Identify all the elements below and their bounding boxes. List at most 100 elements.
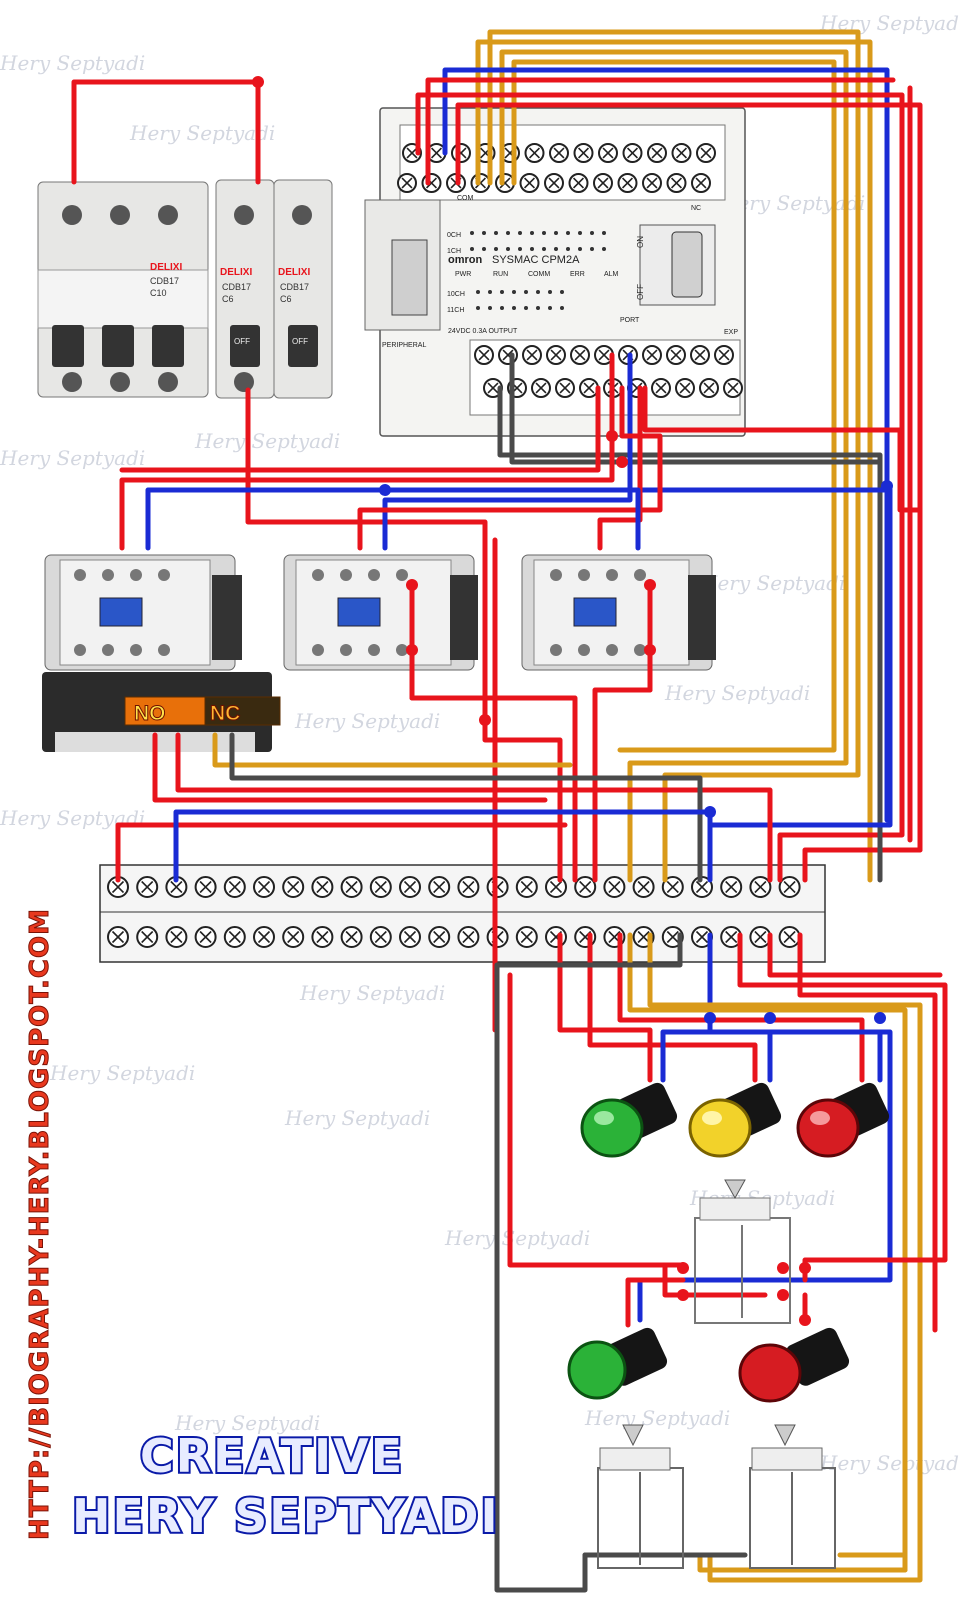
- junction-dot: [479, 714, 491, 726]
- junction-dot: [874, 1012, 886, 1024]
- watermark: Hery Septyadi: [284, 1106, 430, 1130]
- watermark: Hery Septyadi: [294, 709, 440, 733]
- plc-unit: omron SYSMAC CPM2A PWR RUN COMM ERR ALM …: [364, 107, 746, 437]
- junction-dot: [644, 579, 656, 591]
- junction-dot: [616, 456, 628, 468]
- wire-junctions: [252, 76, 893, 1326]
- aux-contact-block: NO NC: [42, 672, 281, 752]
- credit-line-1: CREATIVE: [140, 1429, 404, 1483]
- breaker-rating: C10: [150, 288, 167, 298]
- svg-text:ON: ON: [636, 236, 645, 248]
- junction-dot: [379, 484, 391, 496]
- peripheral-label: PERIPHERAL: [382, 342, 426, 349]
- watermark: Hery Septyadi: [299, 981, 445, 1005]
- watermark: Hery Septyadi: [699, 571, 845, 595]
- watermark: Hery Septyadi: [819, 1451, 960, 1475]
- input-led: [590, 247, 594, 251]
- junction-dot: [764, 1012, 776, 1024]
- breaker-model: CDB17: [280, 282, 309, 292]
- input-led: [566, 247, 570, 251]
- terminal-block: [99, 864, 826, 963]
- junction-dot: [406, 644, 418, 656]
- push-buttons: [567, 1327, 850, 1403]
- input-led: [590, 231, 594, 235]
- breaker-off: OFF: [234, 337, 250, 346]
- output-led: [476, 290, 480, 294]
- nc-label-box: [204, 696, 281, 726]
- input-led: [482, 231, 486, 235]
- watermark: Hery Septyadi: [49, 1061, 195, 1085]
- output-led: [488, 306, 492, 310]
- output-led: [536, 290, 540, 294]
- push-button-red: [738, 1327, 850, 1403]
- breaker-brand: DELIXI: [220, 267, 252, 278]
- no-label: NO: [134, 702, 166, 725]
- pilot-lamp-red: [796, 1082, 890, 1158]
- output-led: [560, 290, 564, 294]
- pilot-lamps: [580, 1082, 890, 1158]
- input-led: [470, 247, 474, 251]
- led-err: ERR: [570, 271, 585, 278]
- junction-dot: [644, 644, 656, 656]
- input-ch-0: 0CH: [447, 232, 461, 239]
- junction-dot: [606, 430, 618, 442]
- output-led: [500, 290, 504, 294]
- input-led: [566, 231, 570, 235]
- credit-line-2: HERY SEPTYADI: [72, 1489, 500, 1543]
- contactor-3: [521, 554, 716, 671]
- input-led: [494, 231, 498, 235]
- junction-dot: [704, 806, 716, 818]
- exp-label: EXP: [724, 329, 738, 336]
- breaker-brand: DELIXI: [278, 267, 310, 278]
- led-run: RUN: [493, 271, 508, 278]
- plc-indicator-dots: [470, 231, 606, 310]
- watermark: Hery Septyadi: [174, 1411, 320, 1435]
- watermark: Hery Septyadi: [194, 429, 340, 453]
- input-led: [542, 247, 546, 251]
- pilot-lamp-green: [580, 1082, 678, 1158]
- watermark: Hery Septyadi: [0, 446, 145, 470]
- output-led: [476, 306, 480, 310]
- led-comm: COMM: [528, 271, 550, 278]
- power-label: 24VDC 0.3A OUTPUT: [448, 328, 518, 335]
- nc-label: NC: [210, 702, 240, 725]
- watermark: Hery Septyadi: [664, 681, 810, 705]
- watermark: Hery Septyadi: [584, 1406, 730, 1430]
- breaker-model: CDB17: [150, 276, 179, 286]
- input-led: [506, 231, 510, 235]
- watermarks: Hery Septyadi Hery Septyadi Hery Septyad…: [0, 11, 960, 1475]
- contactor-1: [44, 554, 242, 671]
- output-led: [536, 306, 540, 310]
- port-label: PORT: [620, 317, 640, 324]
- input-led: [578, 231, 582, 235]
- plc-model: SYSMAC CPM2A: [492, 254, 580, 266]
- website-url: HTTP://BIOGRAPHY-HERY.BLOGSPOT.COM: [25, 908, 55, 1540]
- contactor-2: [283, 554, 478, 671]
- output-led: [524, 306, 528, 310]
- selector-switch: [677, 1179, 811, 1324]
- breaker-model: CDB17: [222, 282, 251, 292]
- output-led: [512, 306, 516, 310]
- com-label: COM: [457, 195, 474, 202]
- output-ch-10: 10CH: [447, 291, 465, 298]
- output-led: [548, 290, 552, 294]
- watermark: Hery Septyadi: [444, 1226, 590, 1250]
- input-led: [554, 231, 558, 235]
- output-led: [548, 306, 552, 310]
- input-led: [482, 247, 486, 251]
- contactors: NO NC: [42, 554, 716, 752]
- watermark: Hery Septyadi: [129, 121, 275, 145]
- switch-diagram-left: [597, 1424, 684, 1569]
- circuit-breakers: DELIXI CDB17 C10 DELIXI CDB17 C6 OFF DEL…: [37, 179, 333, 399]
- input-led: [518, 247, 522, 251]
- output-led: [488, 290, 492, 294]
- junction-dot: [704, 1012, 716, 1024]
- input-led: [530, 247, 534, 251]
- junction-dot: [252, 76, 264, 88]
- led-pwr: PWR: [455, 271, 471, 278]
- nc-label: NC: [691, 205, 701, 212]
- input-led: [470, 231, 474, 235]
- input-led: [602, 231, 606, 235]
- input-led: [494, 247, 498, 251]
